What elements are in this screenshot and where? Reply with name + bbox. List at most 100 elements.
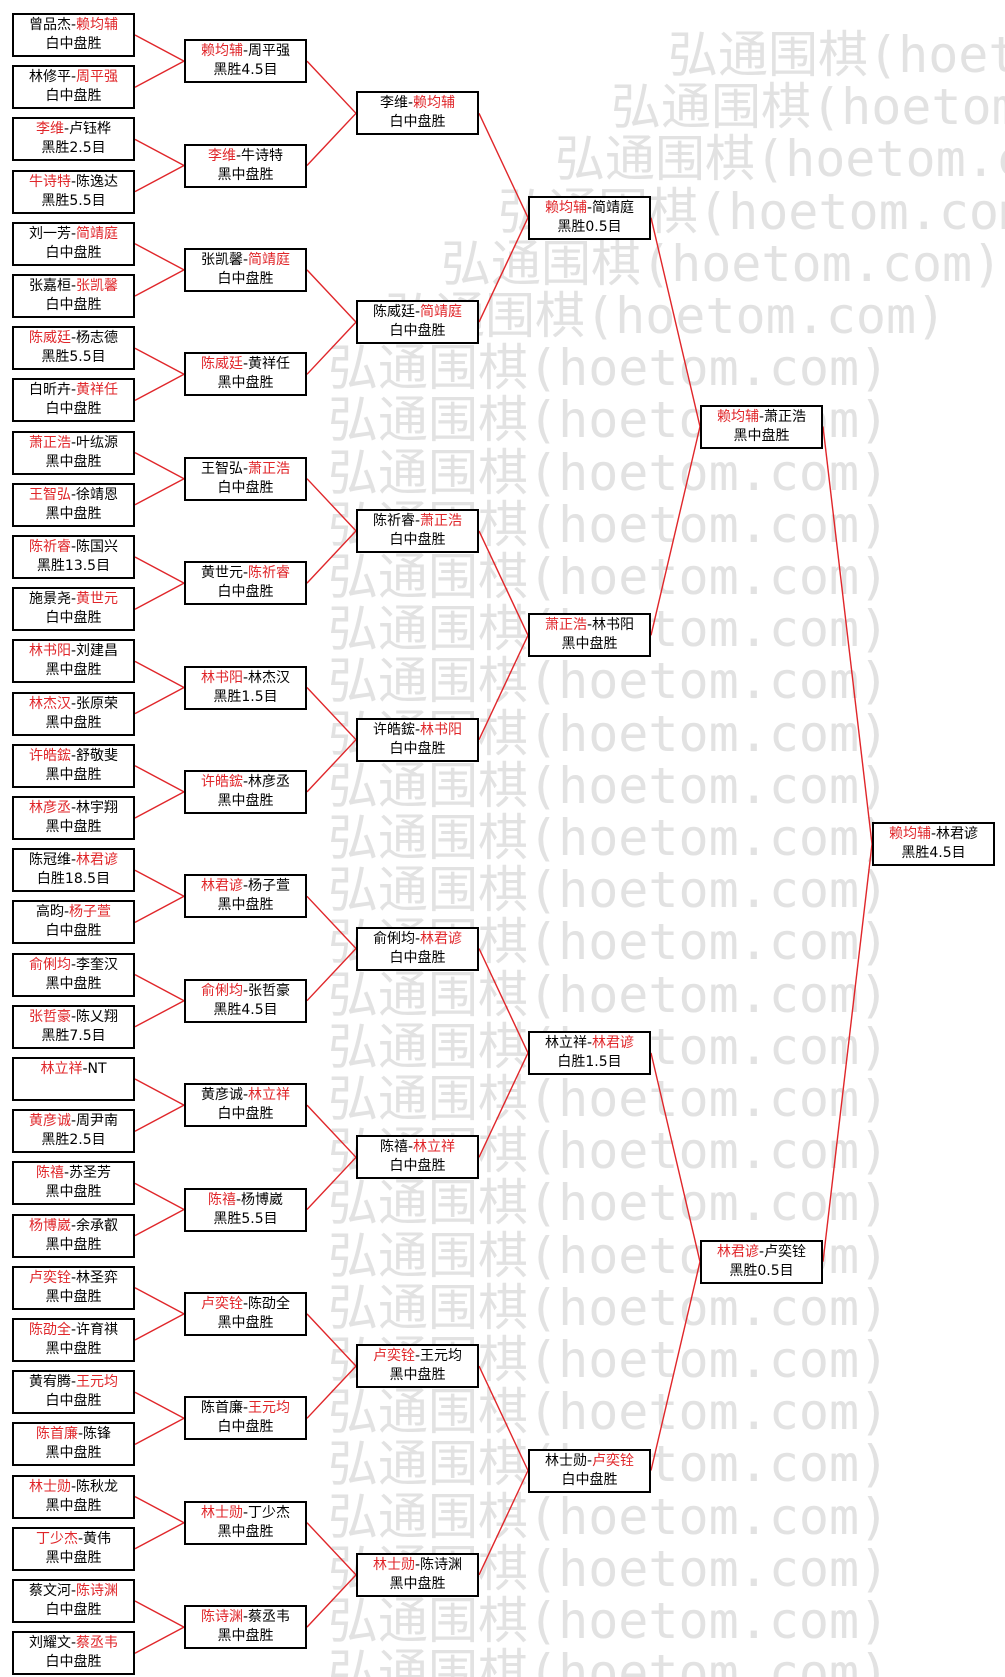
players-line: 陈威廷-黄祥任 xyxy=(186,355,305,374)
players-line: 白昕卉-黄祥任 xyxy=(14,381,133,400)
player-black: 林立祥 xyxy=(40,1061,83,1077)
match-box: 杨博崴-余承叡黑中盘胜 xyxy=(12,1213,135,1258)
player-white: 林君谚 xyxy=(592,1034,635,1051)
player-white: 林君谚 xyxy=(76,852,119,869)
dash-separator: - xyxy=(70,69,77,86)
result-text: 黑中盘胜 xyxy=(217,1628,274,1645)
players-line: 林杰汉-张原荣 xyxy=(14,695,133,714)
player-white: 蔡丞韦 xyxy=(248,1609,291,1626)
dash-separator: - xyxy=(70,1008,77,1025)
players-line: 施景尧-黄世元 xyxy=(14,590,133,609)
result-text: 黑中盘胜 xyxy=(217,375,274,392)
connector-line xyxy=(306,1313,357,1367)
result-text: 黑中盘胜 xyxy=(389,1575,446,1592)
connector-line xyxy=(134,138,185,167)
match-box: 林君谚-卢奕铨黑胜0.5目 xyxy=(700,1239,823,1284)
result-text: 黑胜1.5目 xyxy=(213,688,278,705)
match-box: 高昀-杨子萱白中盘胜 xyxy=(12,900,135,945)
players-line: 陈威廷-杨志德 xyxy=(14,329,133,348)
players-line: 卢奕铨-林圣弈 xyxy=(14,1269,133,1288)
result-text: 黑中盘胜 xyxy=(45,1236,102,1253)
player-white: 林杰汉 xyxy=(248,669,291,686)
player-black: 李维 xyxy=(379,95,408,112)
players-line: 牛诗特-陈逸达 xyxy=(14,173,133,192)
dash-separator: - xyxy=(242,1087,249,1104)
players-line: 陈劭全-许育祺 xyxy=(14,1321,133,1340)
dash-separator: - xyxy=(242,460,249,477)
match-box: 萧正浩-叶纮源黑中盘胜 xyxy=(12,430,135,475)
dash-separator: - xyxy=(414,930,421,947)
connector-line xyxy=(134,1287,185,1315)
dash-separator: - xyxy=(70,800,77,816)
player-white: 萧正浩 xyxy=(248,460,291,477)
players-line: 林君谚-杨子萱 xyxy=(186,877,305,896)
dash-separator: - xyxy=(70,1322,77,1338)
result-text: 黑中盘胜 xyxy=(45,714,102,731)
result-text: 白中盘胜 xyxy=(45,1393,102,1410)
result-text: 黑胜5.5目 xyxy=(41,192,106,209)
connector-line xyxy=(134,582,185,610)
result-text: 黑中盘胜 xyxy=(217,166,274,183)
result-text: 黑胜5.5目 xyxy=(41,349,106,366)
player-black: 黄彦诚 xyxy=(28,1113,71,1130)
match-box: 白昕卉-黄祥任白中盘胜 xyxy=(12,378,135,423)
player-black: 林杰汉 xyxy=(28,695,71,712)
connector-line xyxy=(478,1052,529,1158)
match-box: 黄宥腾-王元均白中盘胜 xyxy=(12,1370,135,1415)
players-line: 曾品杰-赖均辅 xyxy=(14,16,133,35)
result-text: 黑中盘胜 xyxy=(217,792,274,809)
match-box: 牛诗特-陈逸达黑胜5.5目 xyxy=(12,169,135,214)
dash-separator: - xyxy=(63,121,70,138)
match-box: 李维-卢钰桦黑胜2.5目 xyxy=(12,117,135,162)
connector-line xyxy=(478,113,529,218)
player-white: 周尹南 xyxy=(76,1113,119,1130)
players-line: 林士勋-陈秋龙 xyxy=(14,1478,133,1497)
player-black: 张嘉桓 xyxy=(28,278,71,294)
player-black: 俞俐均 xyxy=(200,982,243,999)
connector-line xyxy=(650,1052,701,1262)
connector-line xyxy=(306,60,357,114)
player-black: 李维 xyxy=(207,147,236,164)
match-box: 刘耀文-蔡丞韦白中盘胜 xyxy=(12,1631,135,1676)
connector-line xyxy=(306,1104,357,1158)
connector-line xyxy=(306,1156,357,1210)
dash-separator: - xyxy=(70,1478,77,1495)
player-black: 赖均辅 xyxy=(544,199,587,216)
player-white: 简靖庭 xyxy=(248,251,291,268)
players-line: 俞俐均-李奎汉 xyxy=(14,956,133,975)
match-box: 张凯馨-简靖庭白中盘胜 xyxy=(184,247,307,292)
player-black: 林修平 xyxy=(28,69,71,86)
player-white: 赖均辅 xyxy=(76,17,119,33)
player-black: 赖均辅 xyxy=(716,408,759,425)
result-text: 白中盘胜 xyxy=(389,949,446,966)
result-text: 黑胜0.5目 xyxy=(557,218,622,235)
dash-separator: - xyxy=(930,826,937,843)
connector-line xyxy=(134,556,185,584)
dash-separator: - xyxy=(586,617,593,634)
dash-separator: - xyxy=(70,591,77,608)
player-black: 林书阳 xyxy=(200,669,243,686)
match-box: 林士勋-陈秋龙黑中盘胜 xyxy=(12,1474,135,1519)
dash-separator: - xyxy=(70,1113,77,1130)
dash-separator: - xyxy=(414,512,421,529)
match-box: 陈祈睿-陈国兴黑胜13.5目 xyxy=(12,535,135,579)
player-black: 陈祈睿 xyxy=(28,539,71,555)
player-white: 林君谚 xyxy=(936,826,979,843)
match-box: 陈威廷-黄祥任黑中盘胜 xyxy=(184,352,307,397)
connector-line xyxy=(650,1261,701,1471)
match-box: 陈威廷-简靖庭白中盘胜 xyxy=(356,300,479,345)
connector-line xyxy=(134,1313,185,1341)
match-box: 张嘉桓-张凯馨白中盘胜 xyxy=(12,274,135,318)
result-text: 黑中盘胜 xyxy=(733,427,790,444)
match-box: 林书阳-刘建昌黑中盘胜 xyxy=(12,639,135,684)
connector-line xyxy=(306,478,357,532)
players-line: 张哲豪-陈乂翔 xyxy=(14,1008,133,1027)
player-black: 林士勋 xyxy=(28,1478,71,1495)
connector-line xyxy=(134,34,185,62)
player-black: 白昕卉 xyxy=(28,382,71,399)
players-line: 卢奕铨-王元均 xyxy=(358,1347,477,1366)
player-white: 黄祥任 xyxy=(76,382,119,399)
players-line: 赖均辅-周平强 xyxy=(186,42,305,61)
dash-separator: - xyxy=(242,669,249,686)
player-white: 杨子萱 xyxy=(248,878,291,895)
